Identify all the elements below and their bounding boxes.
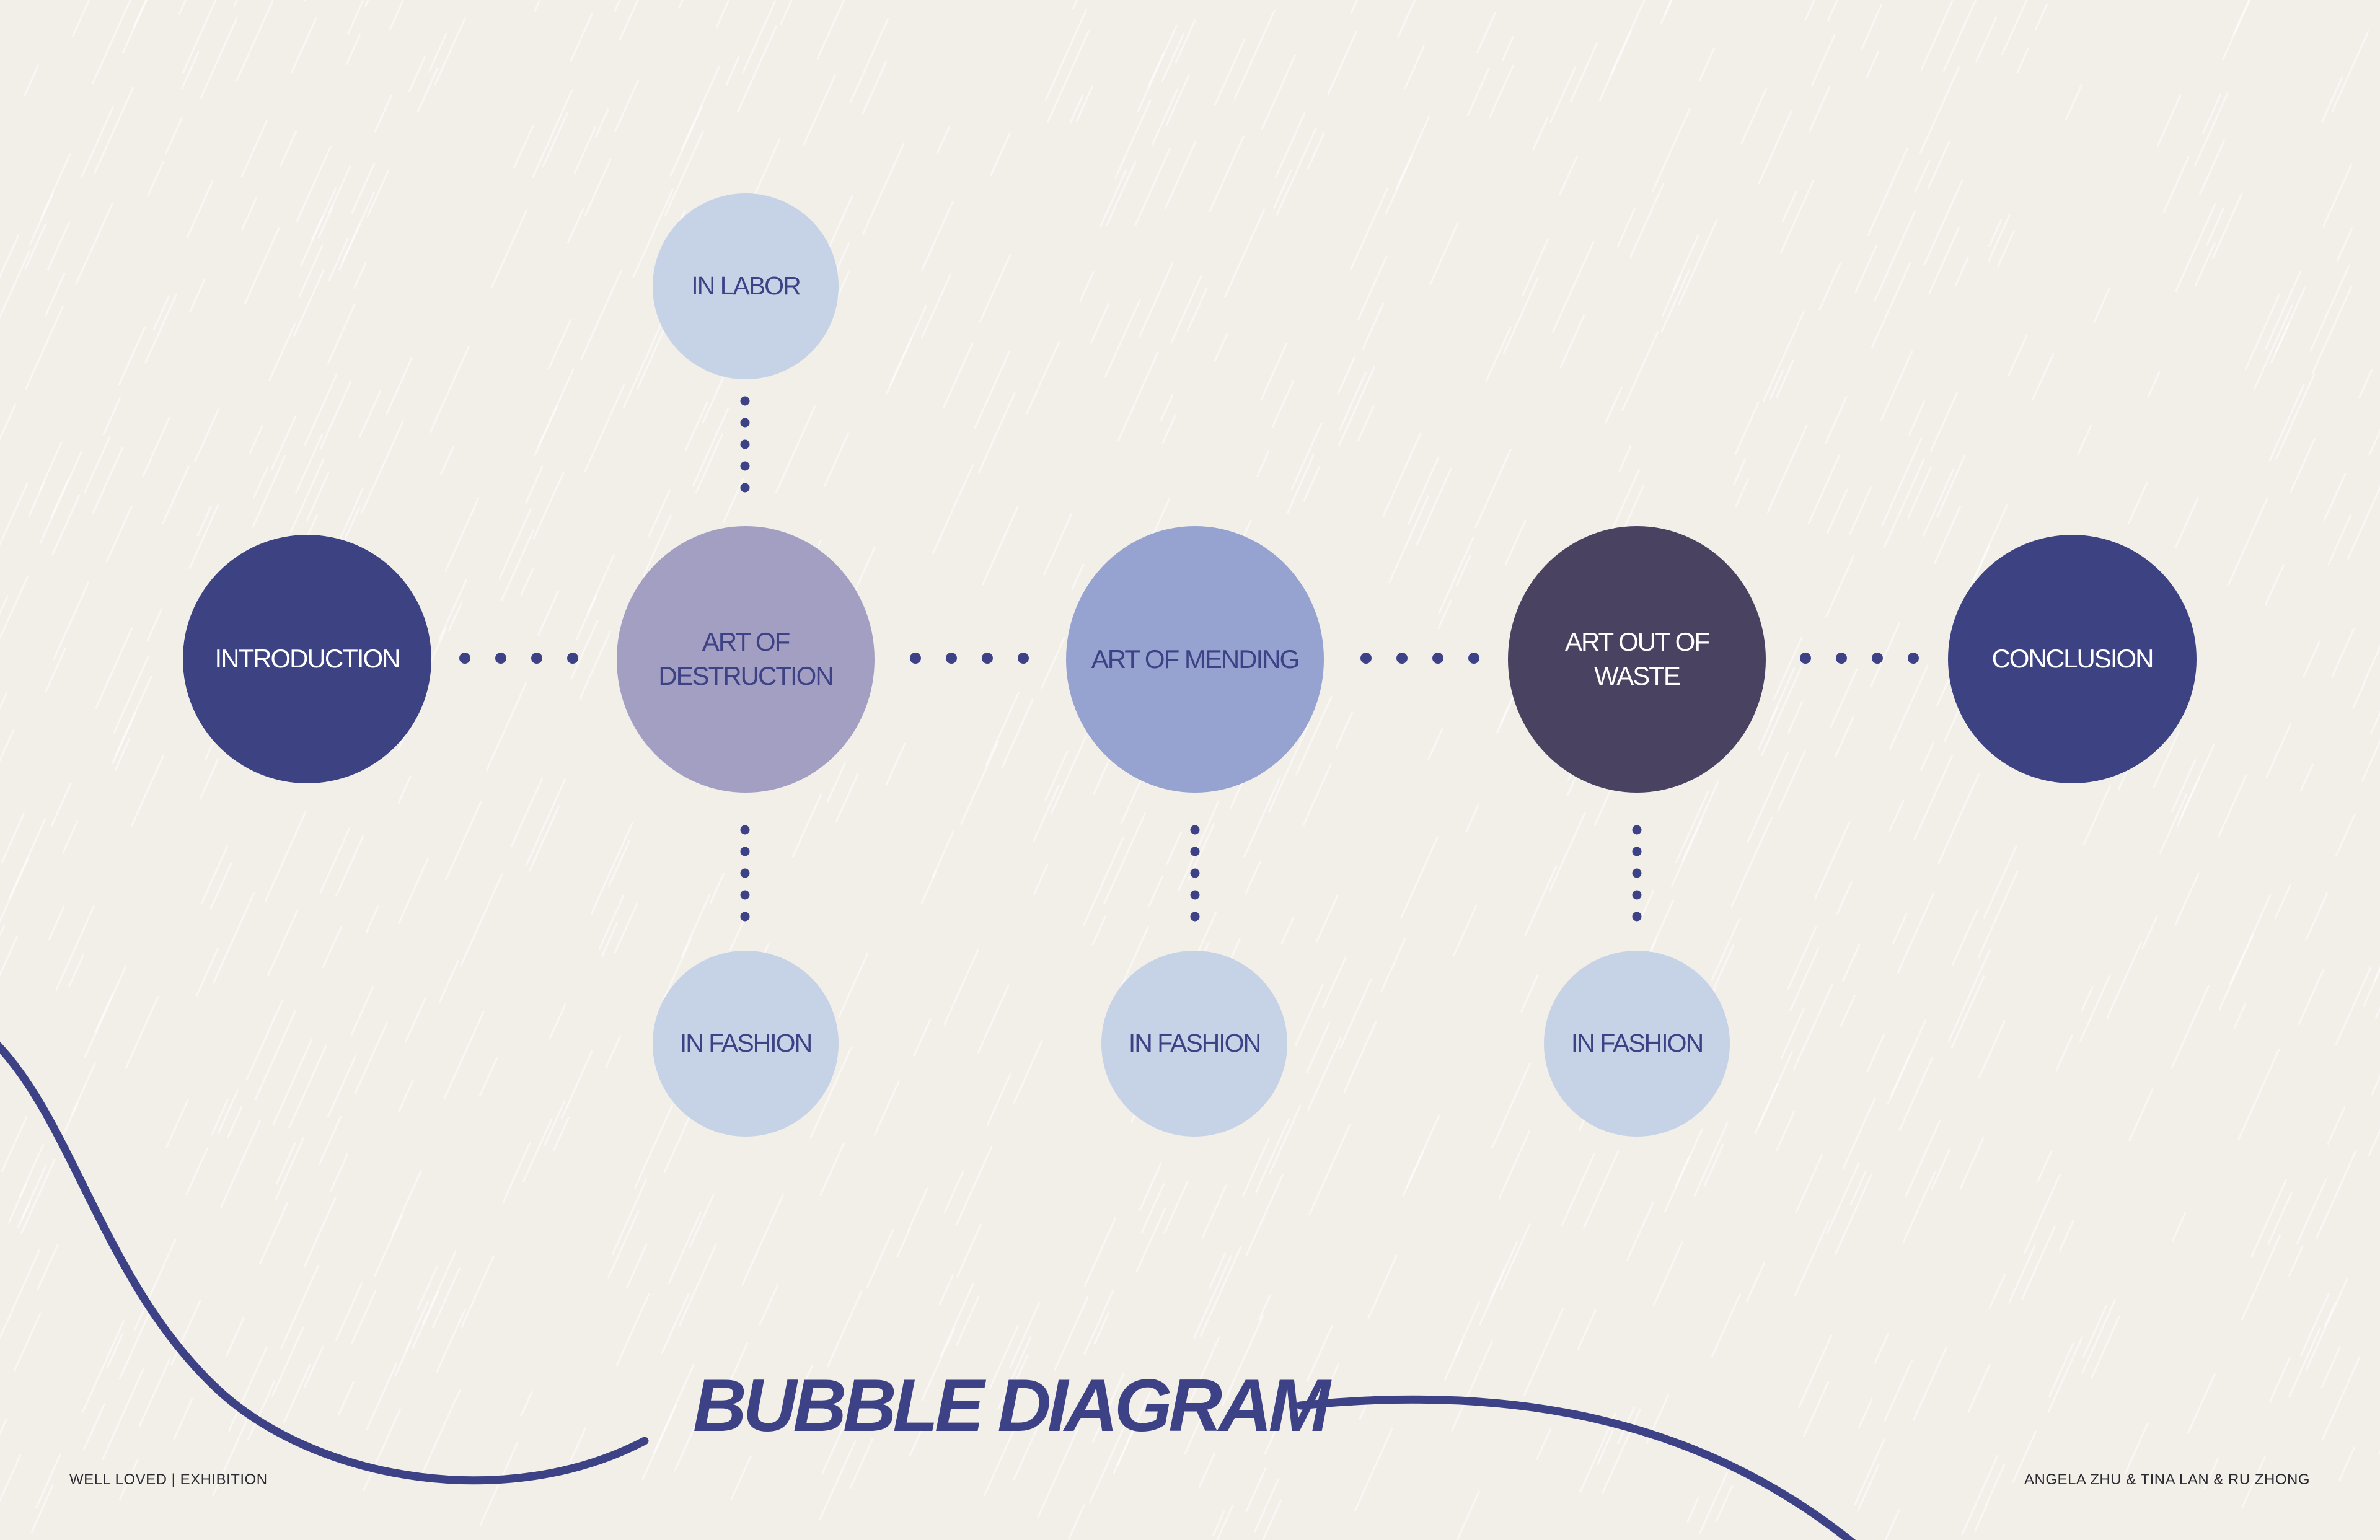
bubble-art-of-mending: ART OF MENDING <box>1066 526 1324 793</box>
connector-dot-fashion-3 <box>1632 868 1642 878</box>
page-title: BUBBLE DIAGRAM <box>693 1364 1331 1447</box>
connector-dot-labor <box>740 396 750 406</box>
connector-dot-fashion-3 <box>1632 825 1642 835</box>
connector-dot-waste-conclusion <box>1908 653 1919 664</box>
connector-dot-fashion-1 <box>740 847 750 856</box>
bubble-in-fashion-destruction: IN FASHION <box>653 951 839 1137</box>
dotted-connectors <box>459 396 1919 922</box>
connector-dot-fashion-2 <box>1190 868 1200 878</box>
connector-dot-labor <box>740 418 750 428</box>
connector-dot-mending-waste <box>1432 653 1443 664</box>
connector-dot-fashion-3 <box>1632 890 1642 900</box>
connector-dot-fashion-3 <box>1632 912 1642 922</box>
decorative-curve-right <box>1296 1395 1856 1540</box>
connector-dot-fashion-1 <box>740 890 750 900</box>
connector-dot-mending-waste <box>1468 653 1479 664</box>
bubble-art-out-of-waste-label: ART OUT OF WASTE <box>1564 627 1710 690</box>
bubble-in-fashion-destruction-label: IN FASHION <box>679 1029 813 1058</box>
footer-authors: ANGELA ZHU & TINA LAN & RU ZHONG <box>2024 1471 2310 1488</box>
connector-dot-mending-waste <box>1360 653 1372 664</box>
decorative-curve-left <box>0 1042 649 1485</box>
connector-dot-destruction-mending <box>982 653 993 664</box>
connector-dot-intro-destruction <box>567 653 578 664</box>
connector-dot-intro-destruction <box>531 653 542 664</box>
bubble-in-labor-label: IN LABOR <box>691 271 801 301</box>
connector-dot-destruction-mending <box>910 653 921 664</box>
bubble-conclusion: CONCLUSION <box>1948 535 2197 783</box>
connector-dot-intro-destruction <box>459 653 470 664</box>
connector-dot-fashion-2 <box>1190 847 1200 856</box>
connector-dot-waste-conclusion <box>1836 653 1847 664</box>
bubble-art-of-mending-label: ART OF MENDING <box>1091 644 1300 674</box>
bubble-art-of-destruction: ART OF DESTRUCTION <box>617 526 875 793</box>
bubble-in-labor: IN LABOR <box>653 193 839 379</box>
connector-dot-destruction-mending <box>1018 653 1029 664</box>
bubble-introduction: INTRODUCTION <box>183 535 431 783</box>
bubble-in-fashion-mending-label: IN FASHION <box>1128 1029 1261 1058</box>
connector-dot-waste-conclusion <box>1872 653 1883 664</box>
footer-exhibition: WELL LOVED | EXHIBITION <box>69 1471 268 1488</box>
connector-dot-fashion-2 <box>1190 825 1200 835</box>
bubble-conclusion-label: CONCLUSION <box>1991 644 2154 674</box>
connector-dot-mending-waste <box>1396 653 1408 664</box>
bubble-in-fashion-waste-label: IN FASHION <box>1571 1029 1704 1058</box>
bubble-introduction-label: INTRODUCTION <box>214 644 401 674</box>
connector-dot-fashion-3 <box>1632 847 1642 856</box>
connector-dot-fashion-2 <box>1190 890 1200 900</box>
connector-dot-fashion-1 <box>740 825 750 835</box>
connector-dot-labor <box>740 483 750 493</box>
connector-dot-fashion-1 <box>740 912 750 922</box>
connector-dot-fashion-2 <box>1190 912 1200 922</box>
bubble-art-out-of-waste: ART OUT OF WASTE <box>1508 526 1766 793</box>
connector-dot-waste-conclusion <box>1800 653 1811 664</box>
connector-dot-labor <box>740 439 750 449</box>
connector-dot-destruction-mending <box>946 653 957 664</box>
bubble-in-fashion-mending: IN FASHION <box>1101 951 1287 1137</box>
bubble-in-fashion-waste: IN FASHION <box>1544 951 1730 1137</box>
bubble-art-of-destruction-label: ART OF DESTRUCTION <box>658 627 834 690</box>
connector-dot-intro-destruction <box>495 653 506 664</box>
connector-dot-labor <box>740 461 750 471</box>
connector-dot-fashion-1 <box>740 868 750 878</box>
